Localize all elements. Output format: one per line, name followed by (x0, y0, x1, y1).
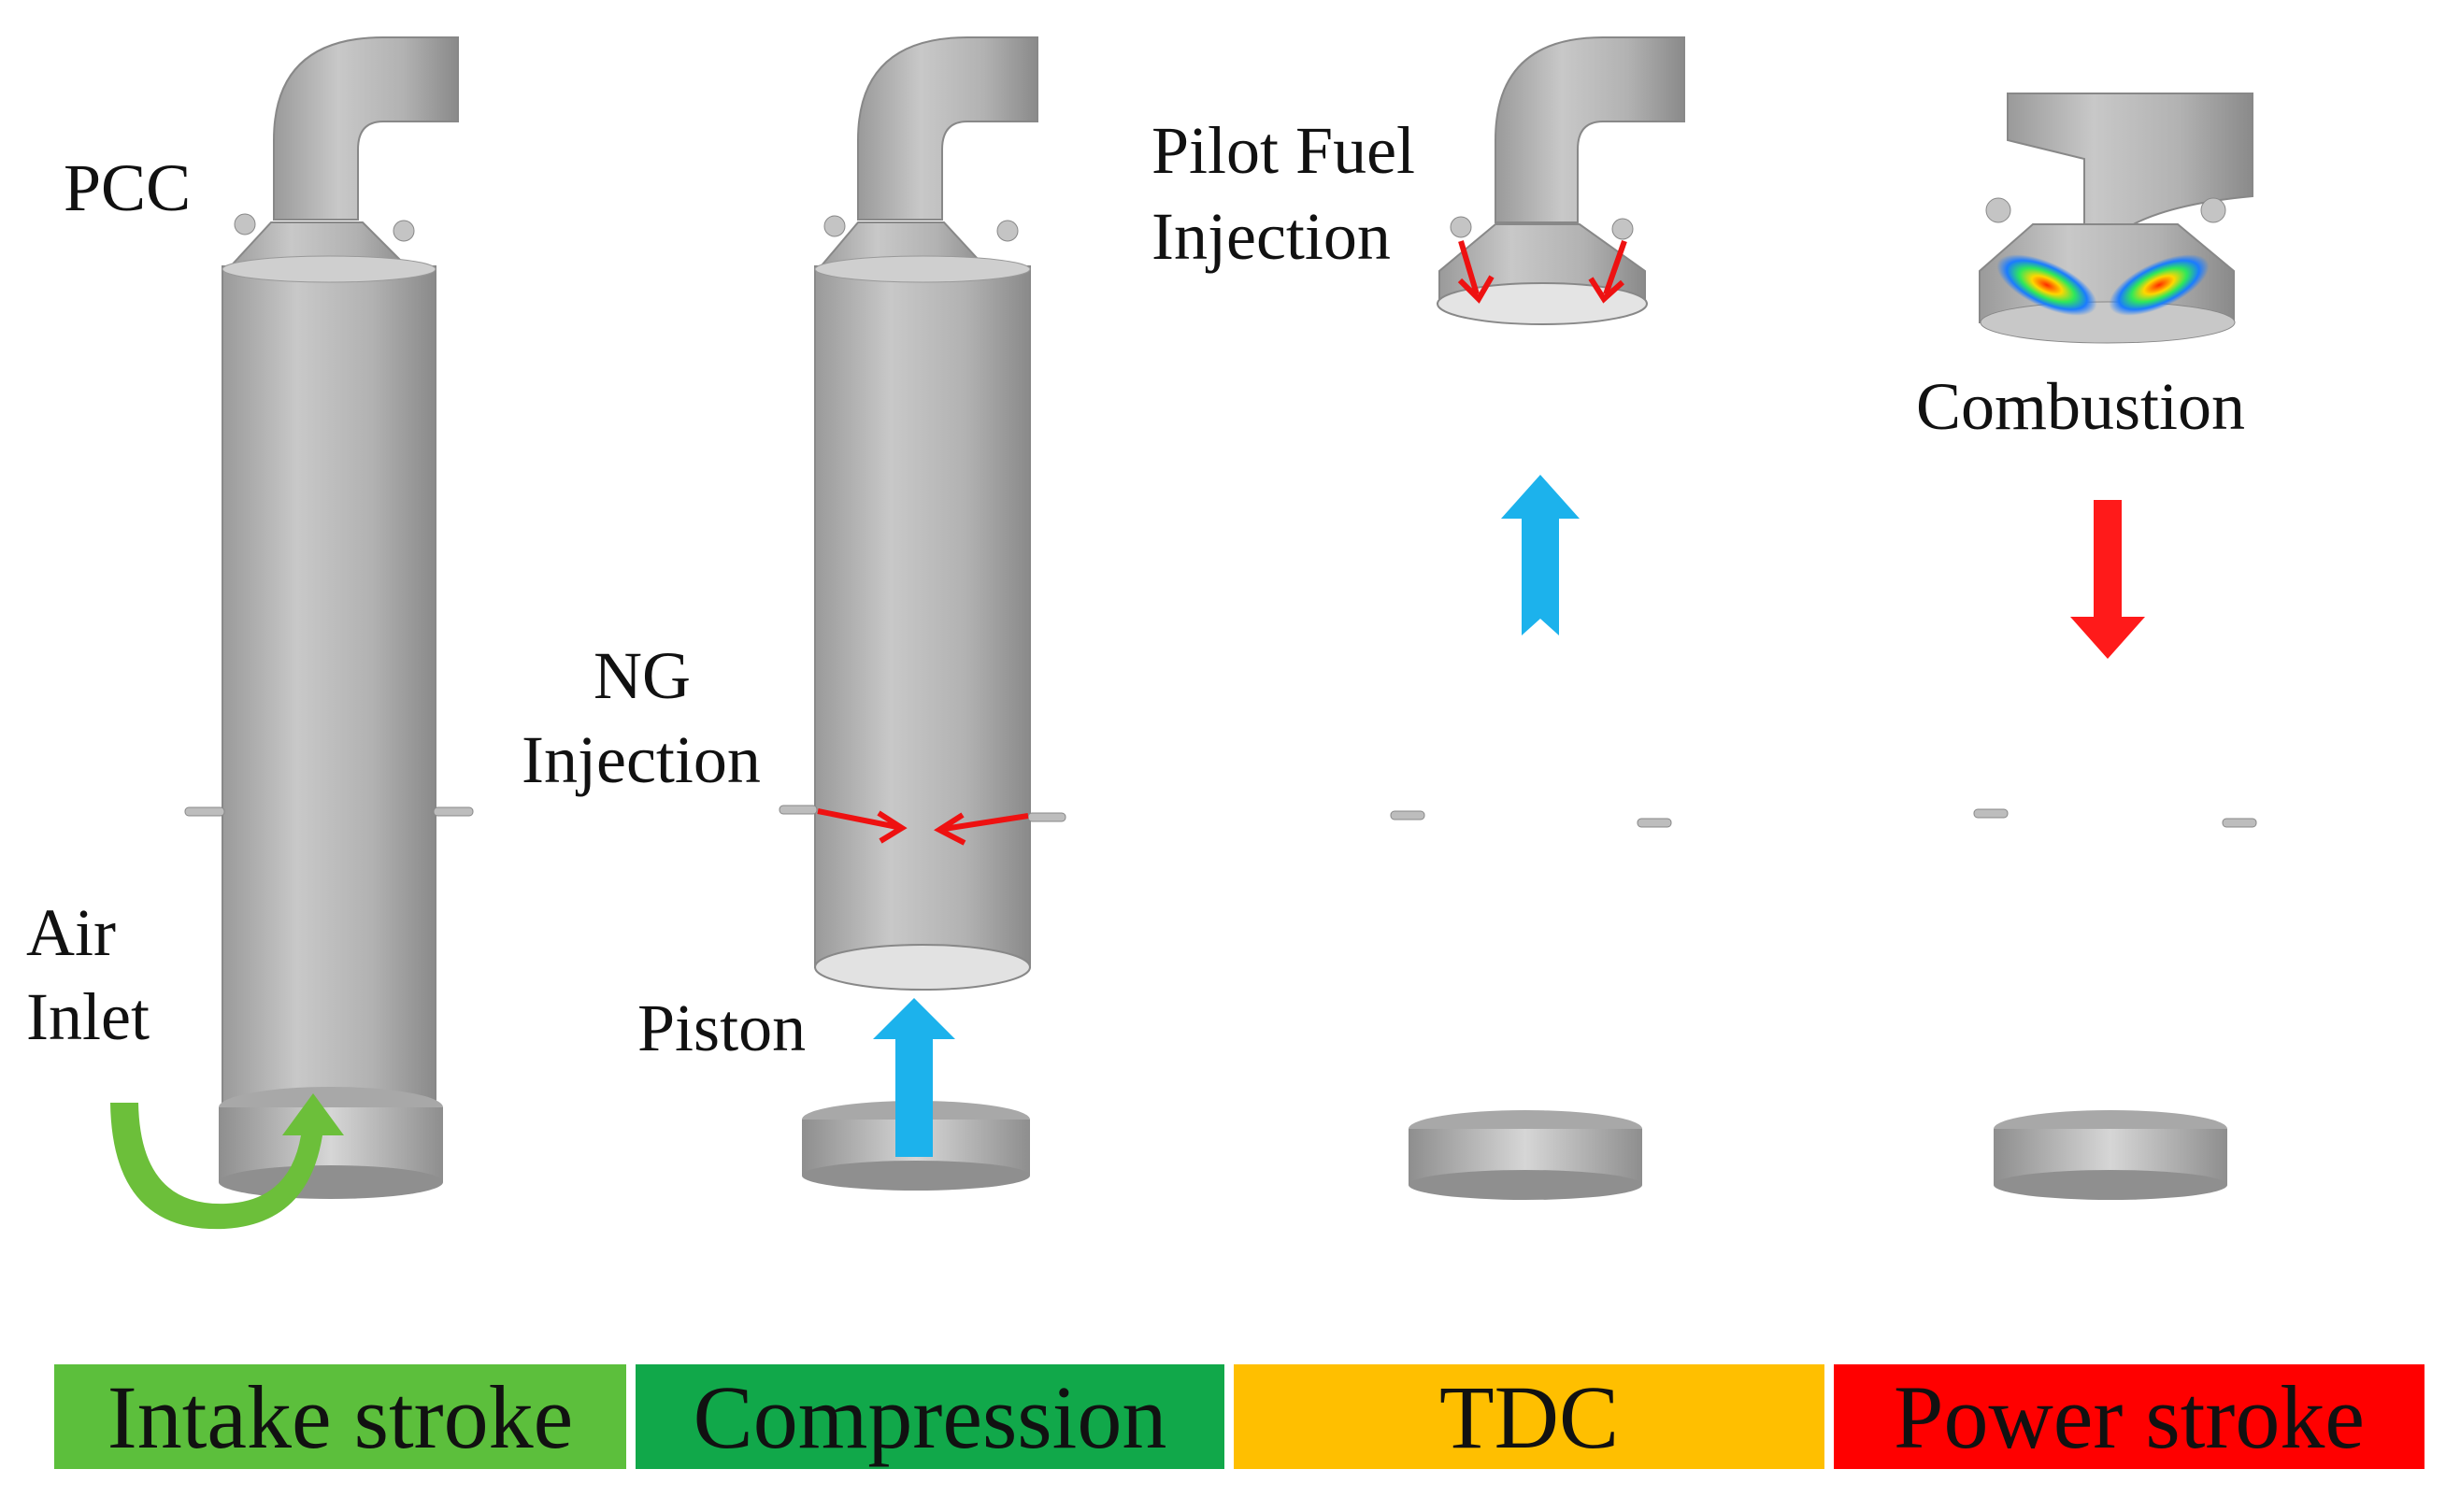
pcc-elbow-pipe (857, 36, 1038, 221)
tdc-panel (1390, 36, 1685, 1200)
ng-injection-arrows (817, 808, 1029, 846)
pilot-fuel-label-line1: Pilot Fuel (1151, 113, 1416, 188)
pcc-nozzle-left (1985, 197, 2011, 223)
intake-panel (110, 36, 474, 1230)
ng-injector-left (184, 806, 225, 817)
ng-injector-right (433, 806, 474, 817)
air-inlet-label-line1: Air (26, 895, 116, 970)
intake-port-ring (219, 1087, 443, 1199)
piston-ring (1994, 1110, 2227, 1200)
pcc-label: PCC (64, 150, 192, 225)
ng-injector-left (779, 805, 818, 815)
air-inlet-label-line2: Inlet (26, 979, 150, 1054)
flame-jet-right (2109, 254, 2210, 316)
ng-injector-left (1390, 810, 1425, 820)
cylinder (222, 265, 436, 1183)
pcc-nozzle-left (1450, 216, 1472, 238)
stage-power: Power stroke (1834, 1364, 2425, 1469)
cylinder (814, 265, 1031, 968)
piston-up-arrow (1501, 475, 1580, 635)
piston-up-arrow (873, 998, 955, 1157)
ng-injector-right (2222, 818, 2257, 828)
power-down-arrow (2070, 500, 2145, 659)
piston-label: Piston (637, 991, 807, 1065)
ng-injection-label-line2: Injection (522, 722, 761, 797)
pilot-fuel-arrows (1457, 240, 1627, 304)
stage-compression: Compression (636, 1364, 1224, 1469)
cylinder-bottom (814, 944, 1031, 991)
pcc-nozzle-left (234, 213, 256, 235)
ng-injection-label-line1: NG (594, 638, 691, 713)
combustion-label: Combustion (1916, 369, 2246, 444)
pcc-elbow-pipe (1495, 36, 1685, 223)
pcc-nozzle-left (823, 215, 846, 237)
stage-intake: Intake stroke (54, 1364, 626, 1469)
pcc-elbow-pipe (273, 36, 459, 221)
pcc-nozzle-right (2200, 197, 2226, 223)
pcc-bottom (1437, 282, 1648, 325)
pcc-nozzle-right (996, 220, 1019, 242)
compression-panel (779, 36, 1066, 1191)
power-panel (1973, 93, 2257, 1200)
stage-tdc: TDC (1234, 1364, 1824, 1469)
ng-injector-left (1973, 808, 2009, 819)
flame-jet-left (1996, 254, 2097, 316)
pcc-nozzle-right (1611, 218, 1634, 240)
air-inlet-arrow (110, 1093, 344, 1230)
ng-injector-right (1637, 818, 1672, 828)
pcc-nozzle-right (393, 220, 415, 242)
piston-ring (1409, 1110, 1642, 1200)
pilot-fuel-label-line2: Injection (1151, 199, 1391, 274)
ng-injector-right (1027, 812, 1066, 822)
